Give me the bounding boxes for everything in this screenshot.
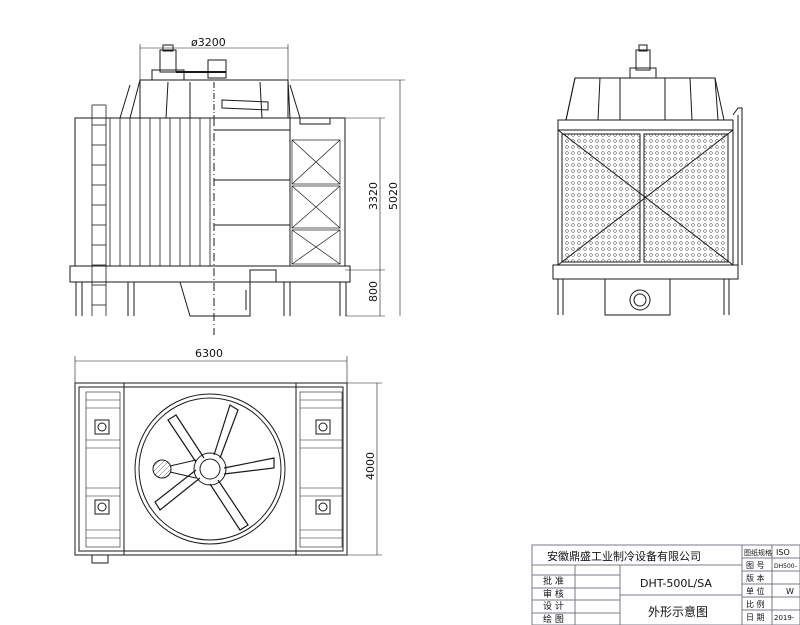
dim-body-height: 3320 xyxy=(367,182,380,210)
value-unit: W xyxy=(786,587,794,596)
plan-louvers xyxy=(85,391,343,548)
right-label-number: 图 号 xyxy=(746,561,765,570)
fill-packs xyxy=(291,139,341,265)
right-label-unit: 单 位 xyxy=(746,586,765,596)
row-label-review: 审 核 xyxy=(543,588,564,600)
ladder xyxy=(91,104,107,316)
drawing-title: 外形示意图 xyxy=(648,604,708,619)
dim-plan-width: 6300 xyxy=(195,347,223,360)
spray-heads xyxy=(94,419,331,515)
plan-view: 6300 4000 xyxy=(74,347,382,564)
fan-blades xyxy=(154,404,275,531)
side-elevation-view xyxy=(552,44,743,316)
company-name: 安徽鼎盛工业制冷设备有限公司 xyxy=(547,549,701,563)
value-format: ISO xyxy=(776,548,790,557)
value-number: DH500- xyxy=(774,563,797,570)
dim-top-diameter: ø3200 xyxy=(191,36,226,49)
side-motor-icon xyxy=(629,44,657,79)
model-number: DHT-500L/SA xyxy=(640,577,712,590)
value-date: 2019- xyxy=(774,614,795,622)
dimension-lines xyxy=(139,44,405,317)
dim-leg-height: 800 xyxy=(367,281,380,302)
right-label-scale: 比 例 xyxy=(746,599,765,609)
dim-total-height: 5020 xyxy=(387,182,400,210)
row-label-approve: 批 准 xyxy=(543,575,564,587)
front-elevation-view: ø3200 3320 5020 800 xyxy=(69,36,405,335)
row-label-draw: 绘 图 xyxy=(543,613,564,625)
title-block xyxy=(531,544,800,625)
right-label-version: 版 本 xyxy=(746,573,765,583)
motor-icon xyxy=(151,44,227,81)
dim-plan-depth: 4000 xyxy=(364,452,377,480)
row-label-design: 设 计 xyxy=(543,600,564,612)
right-label-format: 图纸规格 xyxy=(744,548,772,557)
right-label-date: 日 期 xyxy=(746,613,765,622)
